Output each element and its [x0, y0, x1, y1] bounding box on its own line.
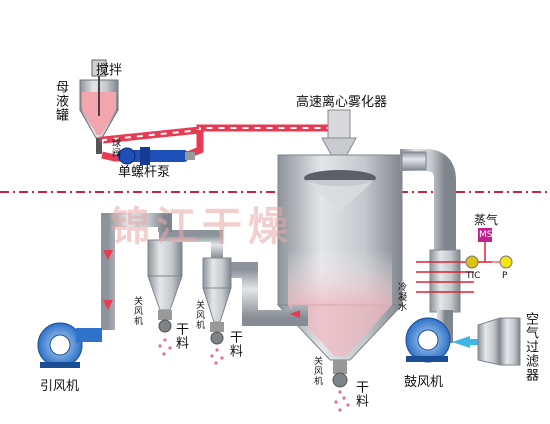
air-flow-arrow [452, 336, 470, 348]
dry-product [158, 338, 350, 412]
label-mother-liquor-tank: 母液罐 [53, 80, 68, 122]
induced-fan-duct [101, 213, 172, 330]
label-airlock-2: 关风机 [194, 300, 204, 330]
atomizer [321, 109, 357, 161]
label-screw-pump: 单螺杆泵 [118, 165, 171, 180]
label-ball-valve: 球阀 [110, 138, 120, 158]
air-filter [477, 317, 521, 366]
label-air-filter: 空气过滤器 [523, 312, 538, 382]
label-ms: MS [479, 230, 493, 240]
label-dry-material-3: 干料 [353, 380, 368, 408]
label-atomizer: 高速离心雾化器 [296, 95, 388, 110]
label-condensate: 冷凝水 [396, 282, 406, 312]
air-heater [416, 235, 492, 313]
p-indicator [499, 255, 513, 269]
drying-chamber [276, 154, 404, 388]
tic-indicator [465, 255, 479, 269]
label-induced-fan: 引风机 [40, 379, 80, 394]
label-blower: 鼓风机 [404, 375, 444, 390]
watermark: 锦江干燥 [110, 203, 294, 250]
label-dry-material-1: 干料 [173, 322, 188, 350]
label-steam: 蒸气 [474, 213, 499, 227]
cyclone-1 [147, 239, 183, 333]
label-dry-material-2: 干料 [227, 330, 242, 358]
label-tic: TIC [466, 271, 481, 281]
ms-box [478, 228, 492, 242]
label-stirrer: 搅拌 [96, 63, 123, 78]
label-airlock-1: 关风机 [132, 296, 142, 326]
label-p: P [502, 271, 508, 281]
label-airlock-3: 关风机 [312, 356, 322, 386]
induced-fan [37, 322, 102, 368]
screw-pump [118, 147, 195, 165]
cyclone-2 [202, 257, 232, 345]
hot-air-duct [400, 149, 456, 260]
blower-fan [405, 317, 451, 363]
stirrer-icon [91, 59, 107, 116]
